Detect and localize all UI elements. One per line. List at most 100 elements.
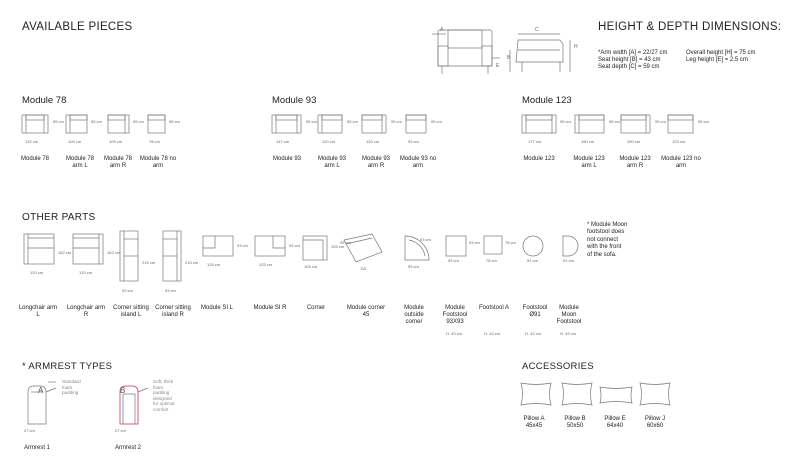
part-width: 93 cm xyxy=(408,264,419,269)
pillow-item: Pillow B 50x50 xyxy=(557,416,593,430)
module-width: 150 cm xyxy=(627,139,641,144)
part-height: 162 cm xyxy=(107,250,121,255)
module-name: Module 93 no arm xyxy=(399,156,437,170)
note-line: padding xyxy=(153,390,170,395)
armrest-drawings xyxy=(27,381,149,425)
armrest-width: 27 cm xyxy=(115,428,126,433)
footstool-round-drawing xyxy=(522,235,544,257)
module-si-l-drawing xyxy=(202,235,234,257)
module-height: 95 cm xyxy=(347,119,358,124)
dim-note: Seat depth [C] = 59 cm xyxy=(598,64,660,71)
dim-letter-a: A xyxy=(440,27,444,33)
module-name: Module 78 no arm xyxy=(139,156,177,170)
module-93-full-drawing xyxy=(271,114,302,134)
accessories-heading: ACCESSORIES xyxy=(522,361,594,372)
note-line: not connect xyxy=(587,236,619,243)
module-name: Module 123 no arm xyxy=(661,156,701,170)
module-width: 123 cm xyxy=(672,139,686,144)
module-78-title: Module 78 xyxy=(22,95,67,106)
dim-letter-e: E xyxy=(496,63,500,69)
part-width: 78 cm xyxy=(486,258,497,263)
module-width: 93 cm xyxy=(408,139,419,144)
module-height: 95 cm xyxy=(169,119,180,124)
part-height: 95 cm xyxy=(340,240,351,245)
module-78-arm-r-drawing xyxy=(107,114,130,134)
sofa-dimension-drawing xyxy=(432,29,571,74)
dim-note: Overall height [H] = 75 cm xyxy=(686,50,756,56)
note-line: Soft, thick xyxy=(153,379,174,384)
part-name: Footstool A xyxy=(478,305,510,311)
armrest-letter: A xyxy=(38,386,44,395)
footstool-a-drawing xyxy=(483,235,503,255)
pillow-a-drawing xyxy=(520,382,552,406)
module-height: 95 cm xyxy=(609,119,620,124)
module-height: 95 cm xyxy=(655,119,666,124)
armrest-name: Armrest 2 xyxy=(115,445,142,451)
longchair-r-drawing xyxy=(72,233,104,265)
note-line: foam xyxy=(153,384,164,390)
part-height: 215 cm xyxy=(185,260,199,265)
module-width: 120 cm xyxy=(322,139,336,144)
corner-drawing xyxy=(302,235,328,261)
pillow-name: Pillow B xyxy=(564,416,586,422)
part-name: Module outside corner xyxy=(404,305,424,326)
note-line: Standard xyxy=(62,379,81,384)
note-line: for optimal xyxy=(153,401,175,406)
armrest-letter: B xyxy=(120,386,126,395)
dim-letter-c: C xyxy=(535,27,539,33)
armrest-width: 27 cm xyxy=(24,428,35,433)
module-width: 78 cm xyxy=(149,139,160,144)
part-name: Module corner 45 xyxy=(346,305,386,319)
part-height: 93 cm xyxy=(289,243,300,248)
module-123-arm-r-drawing xyxy=(620,114,651,134)
armrest-1-note: Standard foam padding xyxy=(62,379,81,396)
part-height: 105 cm xyxy=(331,244,345,249)
module-123-no-arm-drawing xyxy=(667,114,694,134)
part-name: Module Footstool 93X93 xyxy=(442,305,468,326)
pillow-name: Pillow J xyxy=(644,416,666,422)
module-123-arm-l-drawing xyxy=(574,114,605,134)
module-width: 105 cm xyxy=(109,139,123,144)
part-height: 93 cm xyxy=(469,240,480,245)
pillow-size: 60x60 xyxy=(646,423,664,430)
pillow-e-drawing xyxy=(599,386,633,404)
part-name: Longchair arm L xyxy=(18,305,58,319)
part-name: Corner sitting island R xyxy=(155,305,191,319)
note-line: padding xyxy=(62,390,79,395)
corner-island-r-drawing xyxy=(162,230,182,282)
armrest-types-heading: * ARMREST TYPES xyxy=(22,361,113,372)
note-line: with the front xyxy=(587,244,622,251)
part-height-note: H. 43 cm xyxy=(560,331,577,336)
module-name: Module 78 arm R xyxy=(103,156,133,170)
part-width: 115 xyxy=(360,266,367,271)
height-depth-heading: HEIGHT & DEPTH DIMENSIONS: xyxy=(598,21,782,33)
module-123-title: Module 123 xyxy=(522,95,572,106)
part-height-note: H. 43 cm xyxy=(525,331,542,336)
dim-note: Seat height [B] = 43 cm xyxy=(598,57,661,64)
longchair-l-drawing xyxy=(23,233,55,265)
note-line: comfort xyxy=(153,406,169,412)
outside-corner-drawing xyxy=(404,235,430,261)
part-name: Module SI R xyxy=(253,305,287,311)
note-line: designed xyxy=(153,395,172,401)
pillow-size: 64x40 xyxy=(606,423,624,430)
part-name: Footstool Ø91 xyxy=(522,305,548,319)
module-93-title: Module 93 xyxy=(272,95,317,106)
dim-note: Leg height [E] = 2.5 cm xyxy=(686,57,748,64)
module-height: 95 cm xyxy=(133,119,144,124)
armrest-2-note: Soft, thick foam padding designed for op… xyxy=(153,379,174,412)
module-123-full-drawing xyxy=(521,114,557,134)
pillow-item: Pillow E 64x40 xyxy=(597,416,633,430)
part-height: 162 cm xyxy=(58,250,72,255)
part-width: 93 cm xyxy=(448,258,459,263)
dim-letter-b: B xyxy=(507,55,511,61)
module-name: Module 93 xyxy=(272,156,302,162)
pillow-name: Pillow E xyxy=(604,416,626,422)
part-height: 78 cm xyxy=(505,240,516,245)
part-width: 105 cm xyxy=(304,264,318,269)
part-height: 215 cm xyxy=(142,260,156,265)
part-name: Module SI L xyxy=(200,305,234,311)
corner-45-drawing xyxy=(343,233,383,263)
part-width: 93 cm xyxy=(122,288,133,293)
module-height: 95 cm xyxy=(698,119,709,124)
